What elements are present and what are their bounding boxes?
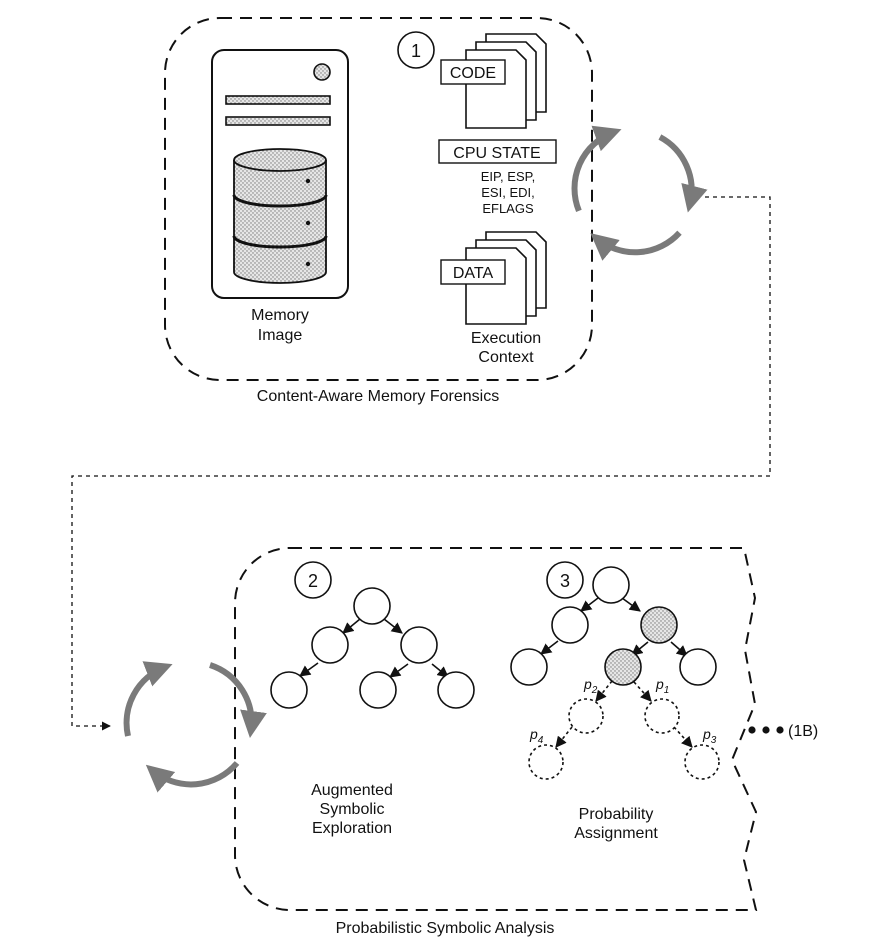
bottom-cycle-icon (123, 661, 267, 793)
symbolic-analysis-panel (234, 547, 758, 911)
step-1-circle (397, 31, 435, 69)
flow-connector (71, 196, 771, 731)
forensics-caption: Content-Aware Memory Forensics (257, 388, 499, 405)
exploration-label-line3: Exploration (312, 820, 392, 837)
continuation-label: (1B) (788, 723, 818, 740)
prob-p1: p1 (655, 676, 669, 696)
register-line-1: EIP, ESP, (481, 169, 535, 184)
probability-label-line2: Assignment (574, 825, 658, 842)
prob-p3: p3 (702, 726, 717, 746)
exploration-label-line2: Symbolic (320, 801, 385, 818)
data-label: DATA (453, 265, 494, 282)
step-1-number: 1 (411, 41, 421, 61)
symbolic-analysis-caption: Probabilistic Symbolic Analysis (336, 920, 555, 937)
register-line-3: EFLAGS (482, 201, 534, 216)
top-cycle-icon (571, 125, 708, 261)
symbolic-exploration-tree (270, 587, 475, 709)
code-label: CODE (450, 65, 496, 82)
probability-tree (510, 566, 720, 780)
memory-image-label-line2: Image (258, 327, 303, 344)
step-3-circle (546, 561, 584, 599)
register-line-2: ESI, EDI, (481, 185, 534, 200)
memory-image-label-line1: Memory (251, 307, 309, 324)
cpu-state-label: CPU STATE (453, 145, 540, 162)
prob-p4: p4 (529, 726, 544, 746)
step-2-circle (294, 561, 332, 599)
probability-label-line1: Probability (579, 806, 654, 823)
memory-image-icon (211, 49, 349, 299)
continuation-dots-icon (748, 726, 784, 734)
forensics-panel (164, 17, 593, 381)
cpu-state-box (438, 139, 557, 164)
execution-context-label-line2: Context (478, 349, 534, 366)
step-2-number: 2 (308, 571, 318, 591)
step-3-number: 3 (560, 571, 570, 591)
prob-p2: p2 (583, 676, 598, 696)
exploration-label-line1: Augmented (311, 782, 393, 799)
code-pages-icon (440, 33, 547, 129)
execution-context-label-line1: Execution (471, 330, 541, 347)
data-pages-icon (440, 231, 547, 325)
